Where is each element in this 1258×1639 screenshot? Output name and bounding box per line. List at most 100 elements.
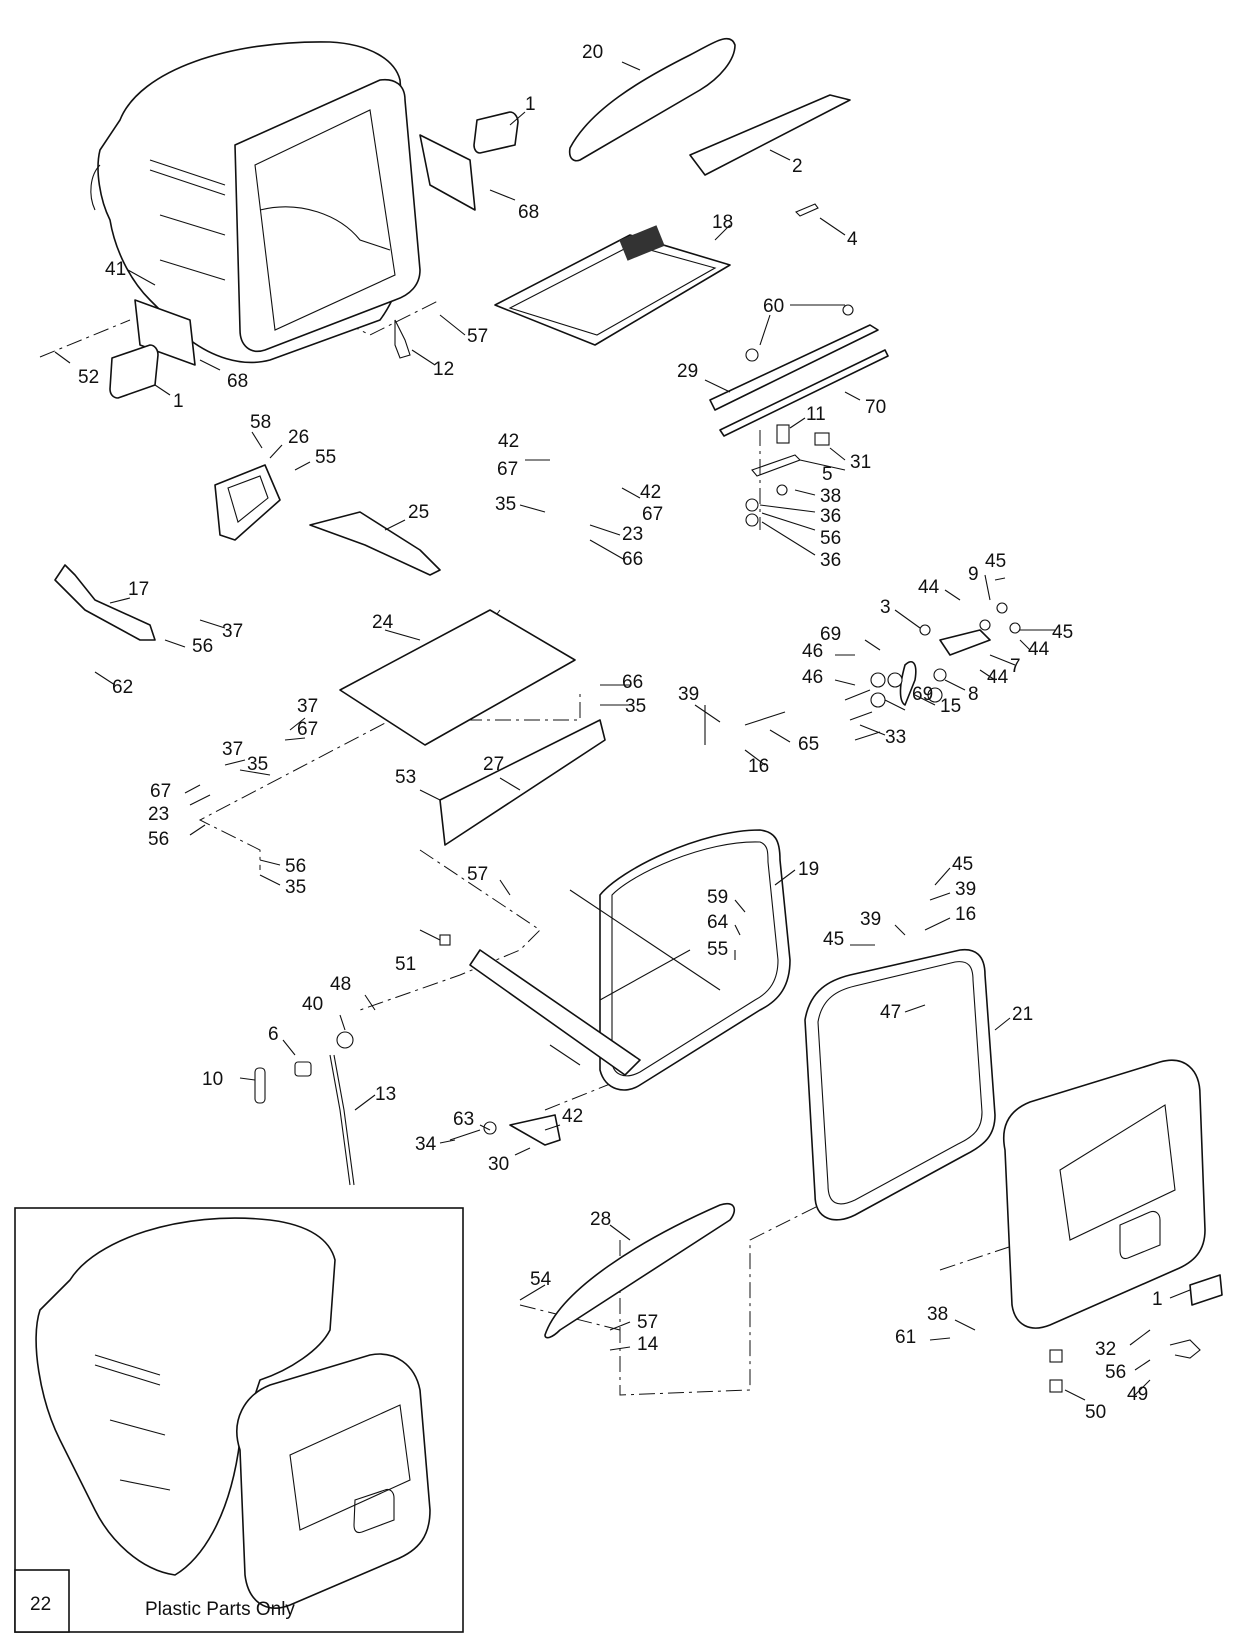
callout-label: 57 (637, 1312, 658, 1333)
inset-plastic-parts (14, 1207, 464, 1633)
callout-label: 37 (297, 696, 318, 717)
callout-label: 29 (677, 361, 698, 382)
callout-label: 15 (940, 696, 961, 717)
callout-label: 68 (518, 202, 539, 223)
callout-label: 52 (78, 367, 99, 388)
rail-part-29 (709, 304, 889, 437)
callout-label: 20 (582, 42, 603, 63)
callout-label: 36 (820, 550, 841, 571)
callout-label: 51 (395, 954, 416, 975)
callout-label: 10 (202, 1069, 223, 1090)
bracket-part-30 (449, 1114, 561, 1146)
callout-label: 39 (860, 909, 881, 930)
latch-parts-50-49 (1049, 1339, 1201, 1393)
hardware-stack-11 (745, 424, 830, 527)
callout-label: 50 (1085, 1402, 1106, 1423)
callout-label: 47 (880, 1002, 901, 1023)
callout-label: 70 (865, 397, 886, 418)
callout-label: 63 (453, 1109, 474, 1130)
callout-label: 46 (802, 667, 823, 688)
callout-label: 19 (798, 859, 819, 880)
callout-label: 65 (798, 734, 819, 755)
callout-label: 32 (1095, 1339, 1116, 1360)
callout-label: 45 (985, 551, 1006, 572)
callout-label: 35 (625, 696, 646, 717)
bracket-part-25 (309, 511, 441, 576)
callout-label: 42 (640, 482, 661, 503)
bracket-part-12 (394, 319, 411, 359)
callout-label: 40 (302, 994, 323, 1015)
callout-label: 34 (415, 1134, 437, 1155)
callout-label: 7 (1010, 656, 1021, 677)
callout-label: 56 (148, 829, 169, 850)
callout-label: 67 (150, 781, 171, 802)
callout-label: 39 (678, 684, 699, 705)
bracket-part-17 (54, 564, 156, 641)
lower-panel-part-28 (544, 1202, 736, 1339)
callout-label: 45 (1052, 622, 1073, 643)
callout-label: 14 (637, 1334, 659, 1355)
callout-label: 56 (285, 856, 306, 877)
callout-label: 54 (530, 1269, 552, 1290)
callout-label: 35 (285, 877, 306, 898)
callout-label: 42 (562, 1106, 583, 1127)
callout-label: 37 (222, 621, 243, 642)
callout-label: 57 (467, 326, 488, 347)
callout-label: 67 (497, 459, 518, 480)
callout-label: 16 (955, 904, 976, 925)
callout-label: 31 (850, 452, 871, 473)
callout-label: 44 (918, 577, 940, 598)
callout-label: 61 (895, 1327, 916, 1348)
visor-part-20 (568, 38, 736, 162)
callout-label: 33 (885, 727, 906, 748)
callout-label: 58 (250, 412, 271, 433)
callout-label: 35 (495, 494, 516, 515)
callout-label: 27 (483, 754, 504, 775)
callout-label: 9 (968, 564, 979, 585)
callout-label: 13 (375, 1084, 396, 1105)
callout-label: 44 (1028, 639, 1050, 660)
callout-label: 57 (467, 864, 488, 885)
callout-label: 8 (968, 684, 979, 705)
callout-label: 23 (622, 524, 643, 545)
callout-label: 37 (222, 739, 243, 760)
linkage-left (254, 1031, 355, 1186)
callout-label: 5 (822, 464, 833, 485)
bezel-part-26 (214, 464, 281, 541)
callout-label: 3 (880, 597, 891, 618)
hook-part-51 (439, 934, 451, 946)
callout-label: 26 (288, 427, 309, 448)
callout-label: 16 (748, 756, 769, 777)
callout-label: 67 (642, 504, 663, 525)
inset-caption: Plastic Parts Only (145, 1599, 295, 1620)
callout-label: 55 (315, 447, 336, 468)
callout-label: 64 (707, 912, 729, 933)
callout-label: 21 (1012, 1004, 1033, 1025)
clip-part-4 (795, 203, 819, 217)
callout-label: 60 (763, 296, 784, 317)
callout-label: 35 (247, 754, 268, 775)
callout-label: 24 (372, 612, 394, 633)
roof-panel-part-18 (494, 225, 731, 346)
callout-label: 17 (128, 579, 149, 600)
window-panel-left (109, 299, 196, 399)
linkage-assembly (744, 602, 1021, 741)
frame-part-19 (469, 829, 791, 1091)
callout-label: 30 (488, 1154, 509, 1175)
callout-label: 1 (1152, 1289, 1163, 1310)
callout-label: 42 (498, 431, 519, 452)
callout-label: 67 (297, 719, 318, 740)
callout-label: 46 (802, 641, 823, 662)
callout-label: 44 (987, 667, 1009, 688)
callout-label: 12 (433, 359, 454, 380)
callout-label: 69 (912, 684, 933, 705)
callout-label: 23 (148, 804, 169, 825)
leader-lines (54, 61, 1191, 1401)
callout-label: 38 (820, 486, 841, 507)
callout-label: 45 (823, 929, 844, 950)
callout-label: 41 (105, 259, 126, 280)
callout-label: 56 (192, 636, 213, 657)
callout-label: 4 (847, 229, 858, 250)
